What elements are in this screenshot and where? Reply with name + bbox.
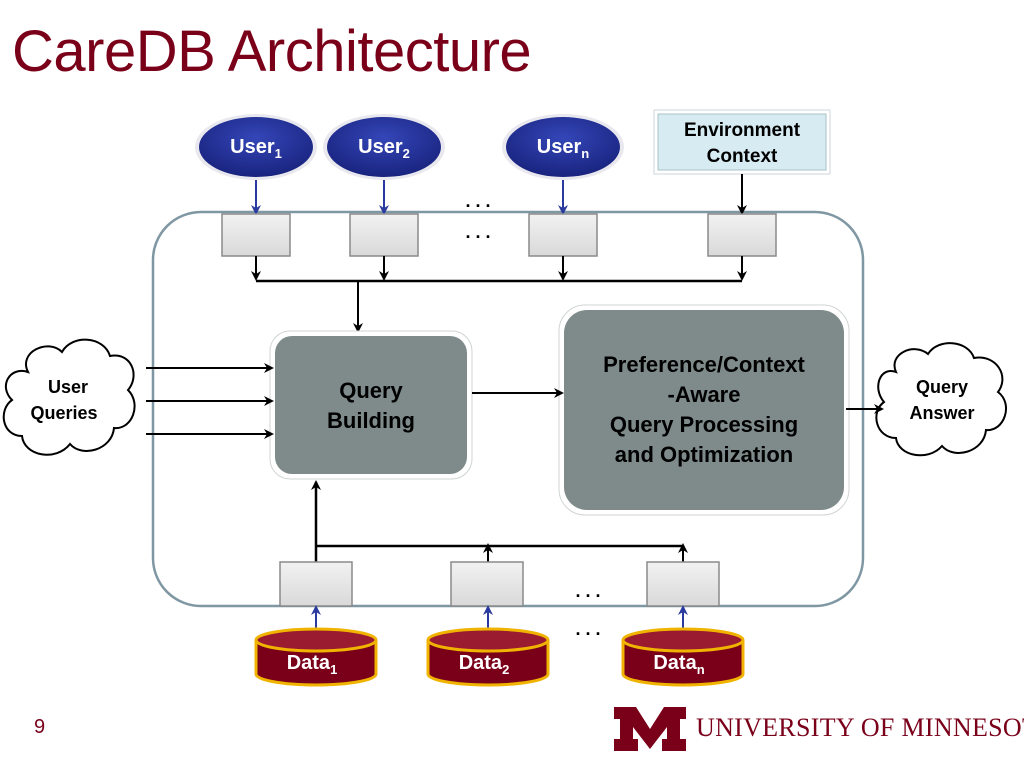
environment-label: Environment [684,120,801,141]
svg-text:Usern: Usern [537,136,589,161]
data-2-sub: 2 [502,662,509,677]
data-n-input-slot [646,561,720,607]
data-n-cylinder: Datan [621,627,745,687]
data-1-cylinder: Data1 [254,627,378,687]
top-ellipsis-2: . . . [465,222,490,242]
data-2-cylinder: Data2 [426,627,550,687]
svg-text:Data1: Data1 [287,652,338,677]
user-n-node: Usern [502,114,624,180]
query-building-line-2: Building [327,408,415,433]
processing-line-2: -Aware [668,382,741,407]
processing-line-1: Preference/Context [603,352,805,377]
query-answer-cloud: Query Answer [875,342,1007,457]
user-2-sub: 2 [403,146,410,161]
user-n-label: User [537,136,582,158]
data-1-input-slot [279,561,353,607]
data-n-label: Data [653,652,697,674]
university-wordmark: UNIVERSITY OF MINNESOTA [696,713,1024,742]
user-2-input-slot [349,213,419,257]
user-2-label: User [358,136,403,158]
user-2-node: User2 [323,114,445,180]
user-n-sub: n [581,146,589,161]
svg-text:Datan: Datan [653,652,704,677]
bottom-ellipsis-2: . . . [575,619,600,639]
query-processing-box: Preference/Context -Aware Query Processi… [558,304,850,516]
user-1-label: User [230,136,275,158]
user-1-sub: 1 [275,146,282,161]
processing-line-3: Query Processing [610,412,798,437]
query-answer-line-1: Query [916,377,968,397]
svg-text:User1: User1 [230,136,282,161]
query-building-box: Query Building [269,330,473,480]
environment-context-box: Environment Context [653,109,831,175]
environment-input-slot [707,213,777,257]
data-1-sub: 1 [330,662,337,677]
query-building-line-1: Query [339,378,403,403]
bottom-ellipsis-1: . . . [575,581,600,601]
page-number: 9 [34,716,46,738]
user-1-node: User1 [195,114,317,180]
user-queries-line-1: User [48,377,88,397]
data-2-label: Data [459,652,503,674]
user-queries-line-2: Queries [30,403,97,423]
slide-title: CareDB Architecture [12,19,532,84]
processing-line-4: and Optimization [615,442,793,467]
university-logo: UNIVERSITY OF MINNESOTA [612,703,1024,755]
context-label: Context [707,146,778,167]
user-1-input-slot [221,213,291,257]
user-queries-cloud: User Queries [2,338,136,456]
svg-text:Data2: Data2 [459,652,510,677]
data-n-sub: n [697,662,705,677]
user-n-input-slot [528,213,598,257]
svg-text:User2: User2 [358,136,410,161]
data-2-input-slot [450,561,524,607]
block-m-icon [614,707,686,751]
data-1-label: Data [287,652,331,674]
query-answer-line-2: Answer [909,403,974,423]
top-ellipsis-1: . . . [465,191,490,211]
